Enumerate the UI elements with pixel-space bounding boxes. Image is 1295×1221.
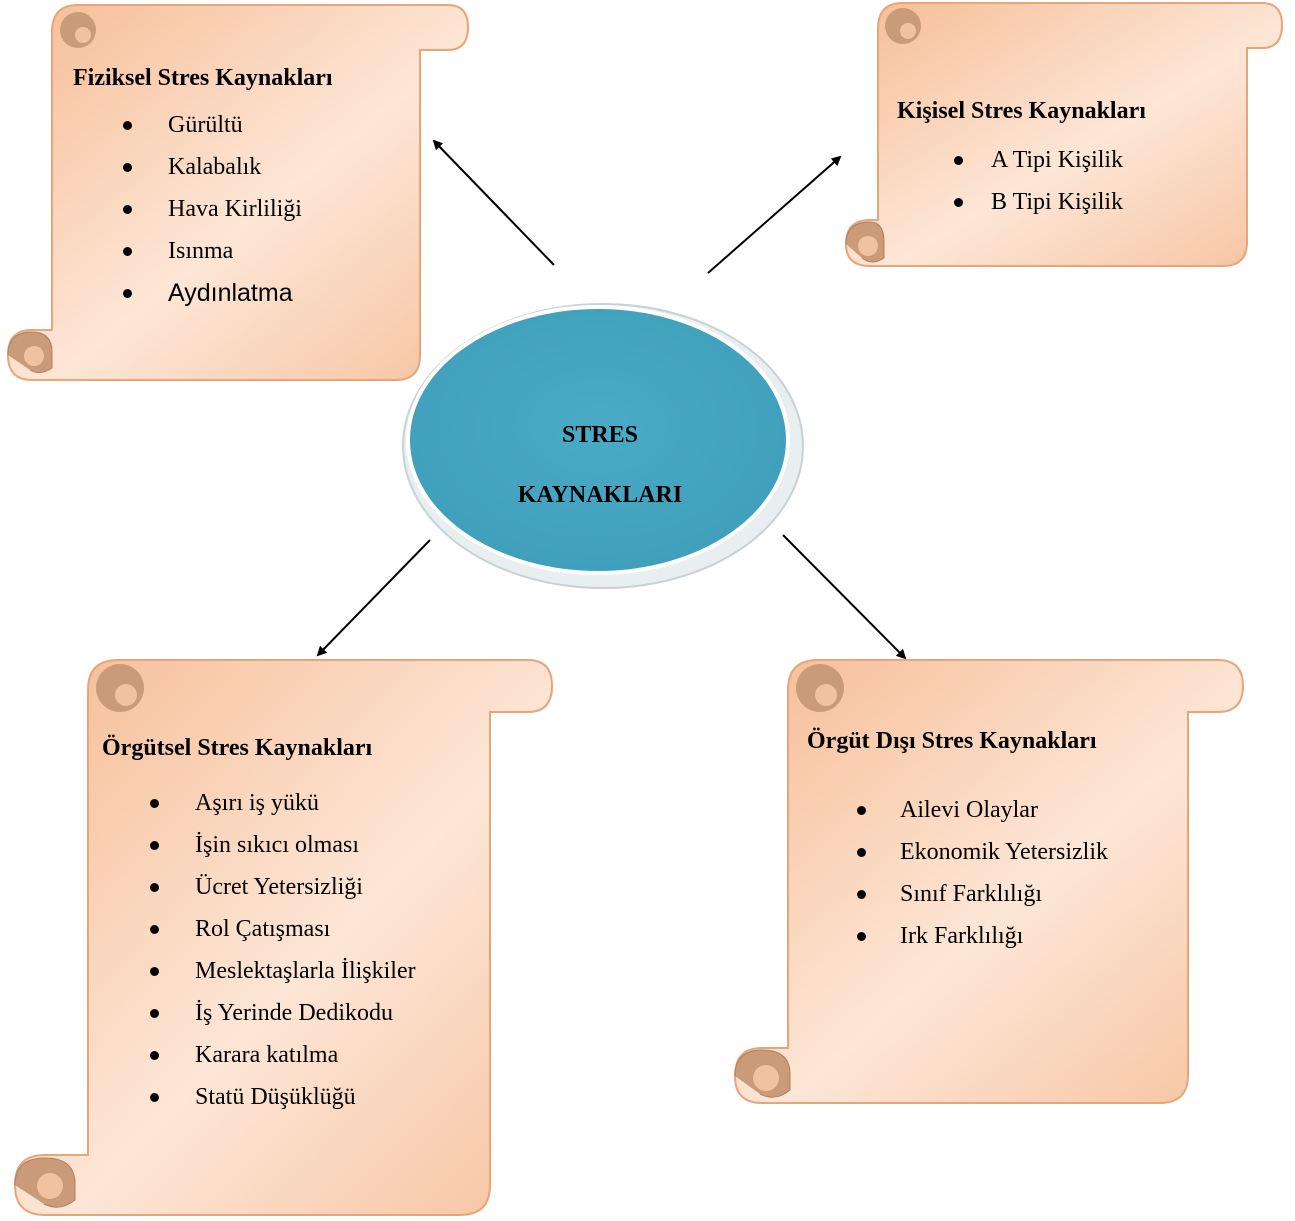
list-item: Sınıf Farklılığı bbox=[807, 873, 1097, 915]
list-item: Irk Farklılığı bbox=[807, 915, 1097, 957]
list-item: Aydınlatma bbox=[73, 272, 333, 314]
list-item: Ailevi Olaylar bbox=[807, 789, 1097, 831]
bullet-icon bbox=[857, 848, 866, 857]
scroll-orgutsel bbox=[13, 659, 554, 1216]
list-item: Statü Düşüklüğü bbox=[102, 1076, 372, 1118]
center-label: STRES KAYNAKLARI bbox=[500, 420, 700, 540]
list-item: Ücret Yetersizliği bbox=[102, 866, 372, 908]
center-ellipse bbox=[402, 303, 804, 589]
kisisel-list: A Tipi Kişilik B Tipi Kişilik bbox=[897, 139, 1146, 223]
list-item: Isınma bbox=[73, 230, 333, 272]
arrow-to-orgut-disi bbox=[782, 534, 907, 660]
bullet-icon bbox=[150, 841, 159, 850]
arrow-to-kisisel bbox=[707, 155, 842, 274]
list-item: Hava Kirliliği bbox=[73, 188, 333, 230]
bullet-icon bbox=[857, 806, 866, 815]
list-item: Karara katılma bbox=[102, 1034, 372, 1076]
fiziksel-title: Fiziksel Stres Kaynakları bbox=[73, 65, 333, 91]
fiziksel-content: Fiziksel Stres Kaynakları Gürültü Kalaba… bbox=[73, 65, 333, 314]
center-label-line2: KAYNAKLARI bbox=[517, 482, 683, 508]
list-item: Gürültü bbox=[73, 104, 333, 146]
list-item: Rol Çatışması bbox=[102, 908, 372, 950]
orgut-disi-list: Ailevi Olaylar Ekonomik Yetersizlik Sını… bbox=[807, 789, 1108, 957]
fiziksel-list: Gürültü Kalabalık Hava Kirliliği Isınma … bbox=[73, 104, 333, 314]
orgutsel-list: Aşırı iş yükü İşin sıkıcı olması Ücret Y… bbox=[102, 782, 416, 1118]
bullet-icon bbox=[123, 247, 132, 256]
bullet-icon bbox=[150, 1051, 159, 1060]
orgut-disi-title: Örgüt Dışı Stres Kaynakları bbox=[807, 728, 1097, 754]
list-item: B Tipi Kişilik bbox=[897, 181, 1146, 223]
bullet-icon bbox=[150, 1009, 159, 1018]
arrow-to-orgutsel bbox=[316, 539, 431, 657]
kisisel-content: Kişisel Stres Kaynakları A Tipi Kişilik … bbox=[897, 98, 1146, 223]
list-item: Kalabalık bbox=[73, 146, 333, 188]
bullet-icon bbox=[123, 121, 132, 130]
scroll-fiziksel bbox=[6, 4, 470, 381]
bullet-icon bbox=[150, 1093, 159, 1102]
bullet-icon bbox=[857, 890, 866, 899]
bullet-icon bbox=[123, 289, 132, 298]
list-item: İşin sıkıcı olması bbox=[102, 824, 372, 866]
bullet-icon bbox=[954, 198, 963, 207]
list-item: İş Yerinde Dedikodu bbox=[102, 992, 393, 1034]
arrow-to-fiziksel bbox=[432, 139, 555, 266]
list-item: A Tipi Kişilik bbox=[897, 139, 1146, 181]
bullet-icon bbox=[150, 925, 159, 934]
orgut-disi-content: Örgüt Dışı Stres Kaynakları Ailevi Olayl… bbox=[807, 728, 1108, 957]
bullet-icon bbox=[150, 883, 159, 892]
kisisel-title: Kişisel Stres Kaynakları bbox=[897, 98, 1146, 124]
bullet-icon bbox=[123, 205, 132, 214]
bullet-icon bbox=[954, 156, 963, 165]
bullet-icon bbox=[857, 932, 866, 941]
bullet-icon bbox=[150, 967, 159, 976]
orgutsel-content: Örgütsel Stres Kaynakları Aşırı iş yükü … bbox=[102, 735, 416, 1118]
list-item: Aşırı iş yükü bbox=[102, 782, 372, 824]
bullet-icon bbox=[123, 163, 132, 172]
orgutsel-title: Örgütsel Stres Kaynakları bbox=[102, 735, 373, 761]
center-label-line1: STRES bbox=[561, 422, 639, 448]
scroll-orgut-disi bbox=[733, 659, 1245, 1104]
bullet-icon bbox=[150, 799, 159, 808]
list-item: Meslektaşlarla İlişkiler bbox=[102, 950, 416, 992]
list-item: Ekonomik Yetersizlik bbox=[807, 831, 1108, 873]
